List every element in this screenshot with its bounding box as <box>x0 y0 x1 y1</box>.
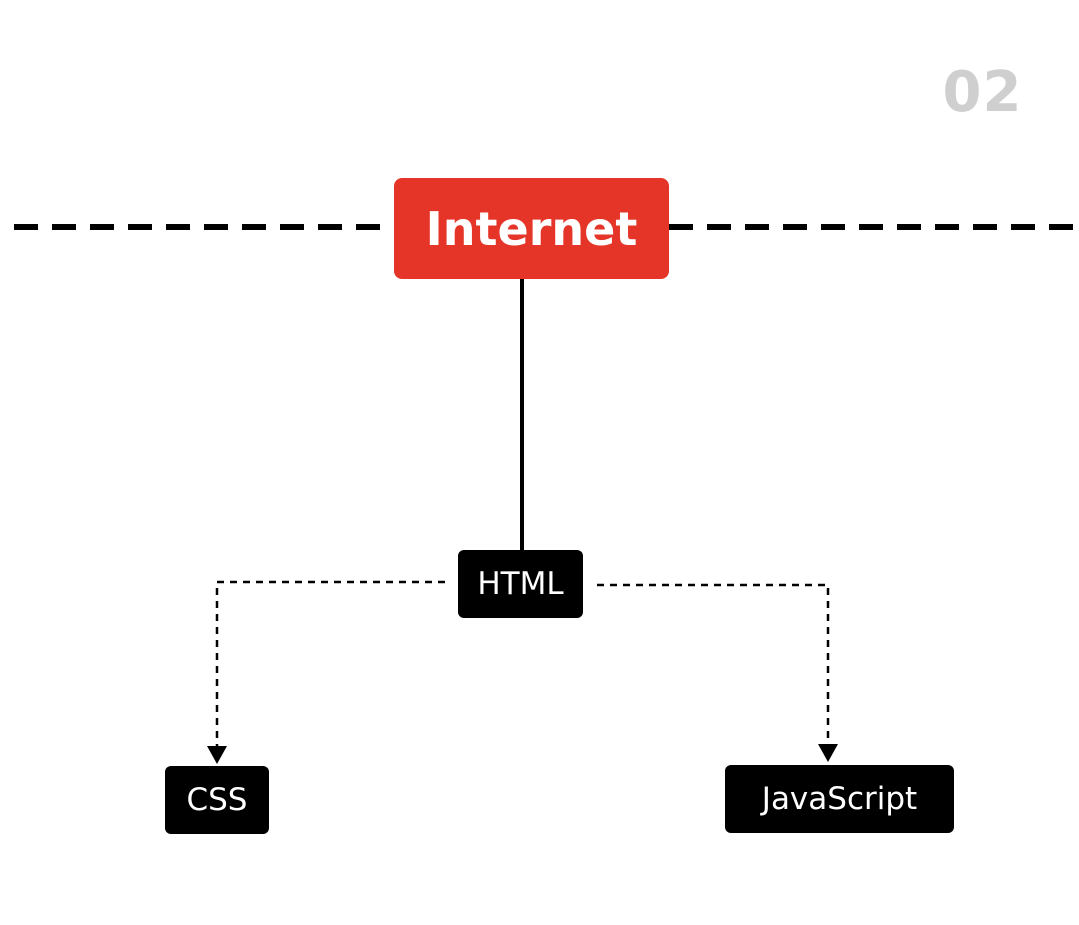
internet-node: Internet <box>394 178 669 279</box>
javascript-arrowhead <box>818 744 838 762</box>
javascript-node: JavaScript <box>725 765 954 833</box>
html-node: HTML <box>458 550 583 618</box>
html-to-css-connector <box>215 580 445 748</box>
css-arrowhead <box>207 746 227 764</box>
page-number: 02 <box>942 60 1023 125</box>
html-to-javascript-connector <box>597 583 830 744</box>
css-node: CSS <box>165 766 269 834</box>
